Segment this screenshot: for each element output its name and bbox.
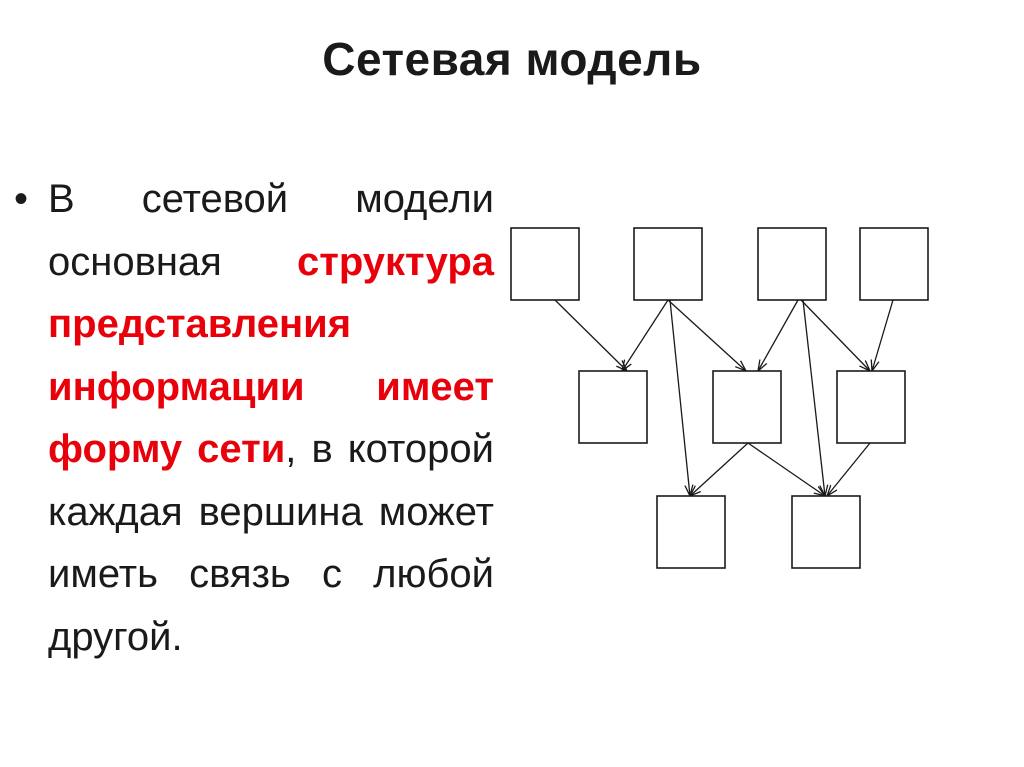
diagram-edge-t4-m3 xyxy=(872,299,894,371)
bullet-text-emphasis: структура представления информации имеет… xyxy=(48,239,494,472)
diagram-edge-t1-m1 xyxy=(554,299,627,371)
diagram-edge-t3-m2 xyxy=(758,299,799,371)
diagram-node-t4 xyxy=(859,227,929,301)
bullet-text-part-3: , в которой каждая вершина может иметь с… xyxy=(48,427,494,659)
diagram-node-t2 xyxy=(633,227,703,301)
diagram-edge-t2-m2 xyxy=(667,299,746,371)
diagram-node-t1 xyxy=(510,227,580,301)
bullet-marker: • xyxy=(14,177,29,221)
bullet-point: • В сетевой модели основная структура пр… xyxy=(14,168,494,668)
diagram-edge-t2-b1 xyxy=(669,299,690,496)
slide-title: Сетевая модель xyxy=(322,33,702,85)
bullet-text-part-1: В сетевой модели основная xyxy=(48,177,494,284)
diagram-node-b1 xyxy=(656,495,726,569)
diagram-node-m3 xyxy=(836,370,906,444)
diagram-node-m2 xyxy=(712,370,782,444)
diagram-edge-t2-m1 xyxy=(622,299,669,371)
diagram-edge-t3-m3 xyxy=(800,299,870,371)
diagram-node-t3 xyxy=(757,227,827,301)
diagram-edge-m3-b2 xyxy=(827,442,871,496)
diagram-node-b2 xyxy=(791,495,861,569)
edges-layer xyxy=(554,299,894,496)
diagram-edge-m2-b1 xyxy=(690,442,749,496)
bullet-text: В сетевой модели основная структура пред… xyxy=(48,168,494,668)
diagram-edge-t3-b2 xyxy=(802,299,825,496)
diagram-node-m1 xyxy=(578,370,648,444)
nodes-layer xyxy=(510,227,929,569)
diagram-edge-m2-b2 xyxy=(747,442,825,496)
